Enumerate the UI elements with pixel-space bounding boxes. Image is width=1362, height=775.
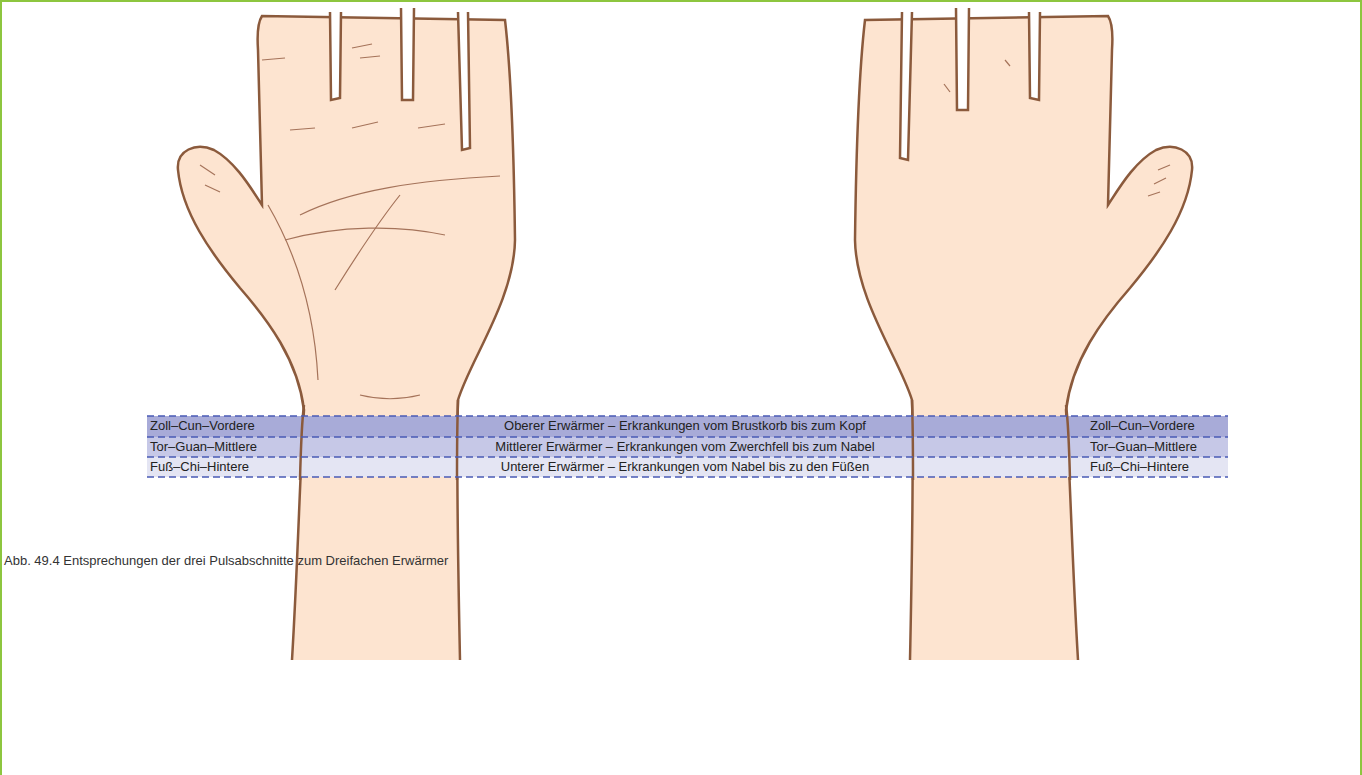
pulse-position-label: Fuß–Chi–Hintere [150,460,249,474]
right-hand-back [855,8,1192,660]
dashed-divider [147,456,1228,458]
figure-caption: Abb. 49.4 Entsprechungen der drei Pulsab… [4,553,448,569]
pulse-band: Fuß–Chi–Hintere Unterer Erwärmer – Erkran… [147,457,1228,477]
wrist-outline [912,400,913,480]
wrist-outline [300,405,304,480]
pulse-band: Zoll–Cun–Vordere Oberer Erwärmer – Erkran… [147,416,1228,437]
pulse-position-label: Tor–Guan–Mittlere [1090,440,1197,454]
wrist-outline [457,400,458,480]
wrist-outline [1066,405,1070,480]
band-description: Mittlerer Erwärmer – Erkrankungen vom Zw… [495,440,874,454]
pulse-position-label: Fuß–Chi–Hintere [1090,460,1189,474]
pulse-band: Tor–Guan–Mittlere Mittlerer Erwärmer – Er… [147,437,1228,457]
dashed-divider [147,415,1228,417]
pulse-position-label: Tor–Guan–Mittlere [150,440,257,454]
pulse-position-label: Zoll–Cun–Vordere [150,419,255,433]
dashed-divider [147,436,1228,438]
band-description: Oberer Erwärmer – Erkrankungen vom Brust… [504,419,866,433]
dashed-divider [147,476,1228,478]
band-description: Unterer Erwärmer – Erkrankungen vom Nabe… [501,460,870,474]
pulse-position-label: Zoll–Cun–Vordere [1090,419,1195,433]
